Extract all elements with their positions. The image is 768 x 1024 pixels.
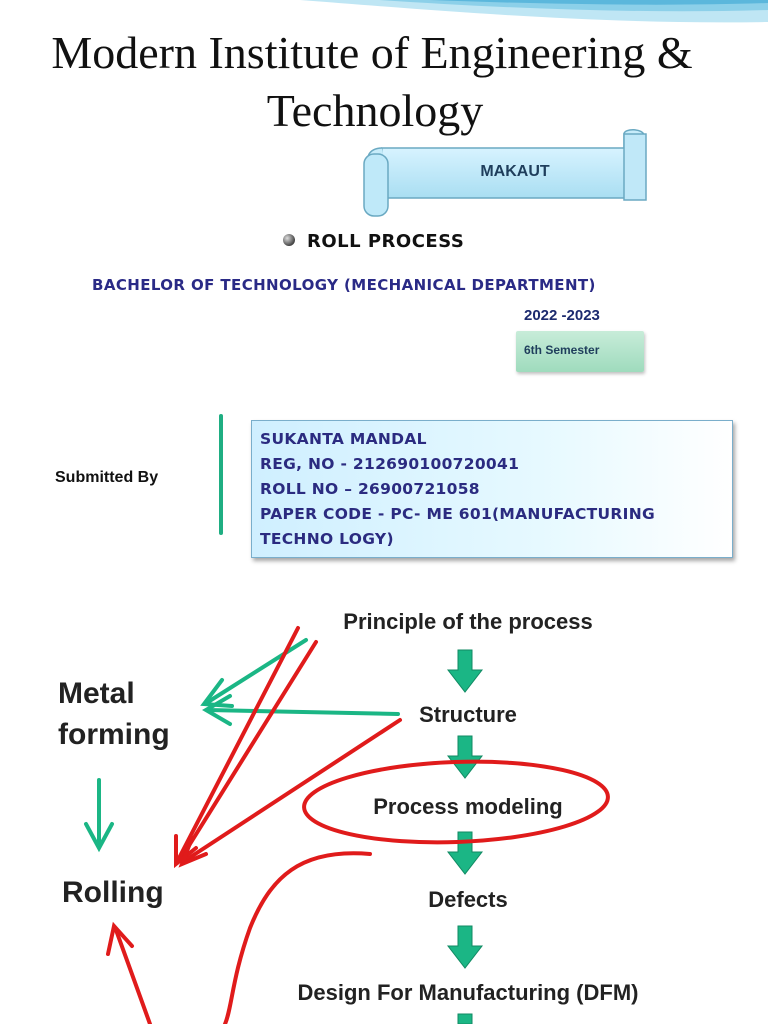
down-arrow-5 <box>457 1013 473 1024</box>
semester-label: 6th Semester <box>524 343 600 357</box>
roll-no: ROLL NO – 26900721058 <box>260 480 480 498</box>
label-metal: Metal <box>58 677 135 710</box>
down-arrow-2 <box>446 735 484 779</box>
bullet-icon <box>283 234 295 246</box>
down-arrows <box>446 649 484 1024</box>
down-arrow-4 <box>446 925 484 969</box>
red-arrows <box>106 626 610 1024</box>
page-title-line-1: Modern Institute of Engineering & <box>51 27 693 78</box>
submitted-by-label: Submitted By <box>55 469 159 486</box>
step-structure: Structure <box>419 702 517 727</box>
scroll-banner <box>363 129 647 217</box>
topic-heading: ROLL PROCESS <box>283 231 464 252</box>
label-forming: forming <box>58 718 170 751</box>
makaut-label: MAKAUT <box>480 163 550 180</box>
paper-code-cont: TECHNO LOGY) <box>260 530 394 548</box>
step-dfm: Design For Manufacturing (DFM) <box>298 980 639 1005</box>
green-arrows <box>84 638 400 853</box>
step-process-modeling: Process modeling <box>373 794 563 819</box>
reg-no: REG, NO - 212690100720041 <box>260 455 520 473</box>
step-defects: Defects <box>428 887 507 912</box>
degree-text: BACHELOR OF TECHNOLOGY (MECHANICAL DEPAR… <box>92 276 596 294</box>
page-title-line-2: Technology <box>266 85 484 136</box>
student-info-box: SUKANTA MANDAL REG, NO - 212690100720041… <box>251 420 733 558</box>
topic-heading-text: ROLL PROCESS <box>307 231 465 252</box>
down-arrow-3 <box>446 831 484 875</box>
paper-code: PAPER CODE - PC- ME 601(MANUFACTURING <box>260 505 656 523</box>
label-rolling: Rolling <box>62 876 164 909</box>
step-principle: Principle of the process <box>343 609 592 634</box>
student-name: SUKANTA MANDAL <box>260 430 427 448</box>
academic-year: 2022 -2023 <box>524 307 600 324</box>
divider-line <box>219 414 223 535</box>
header-decoration <box>300 0 768 23</box>
roll-process-diagram: Principle of the process Structure Proce… <box>50 598 740 1024</box>
down-arrow-1 <box>446 649 484 693</box>
semester-box: 6th Semester <box>516 331 644 372</box>
